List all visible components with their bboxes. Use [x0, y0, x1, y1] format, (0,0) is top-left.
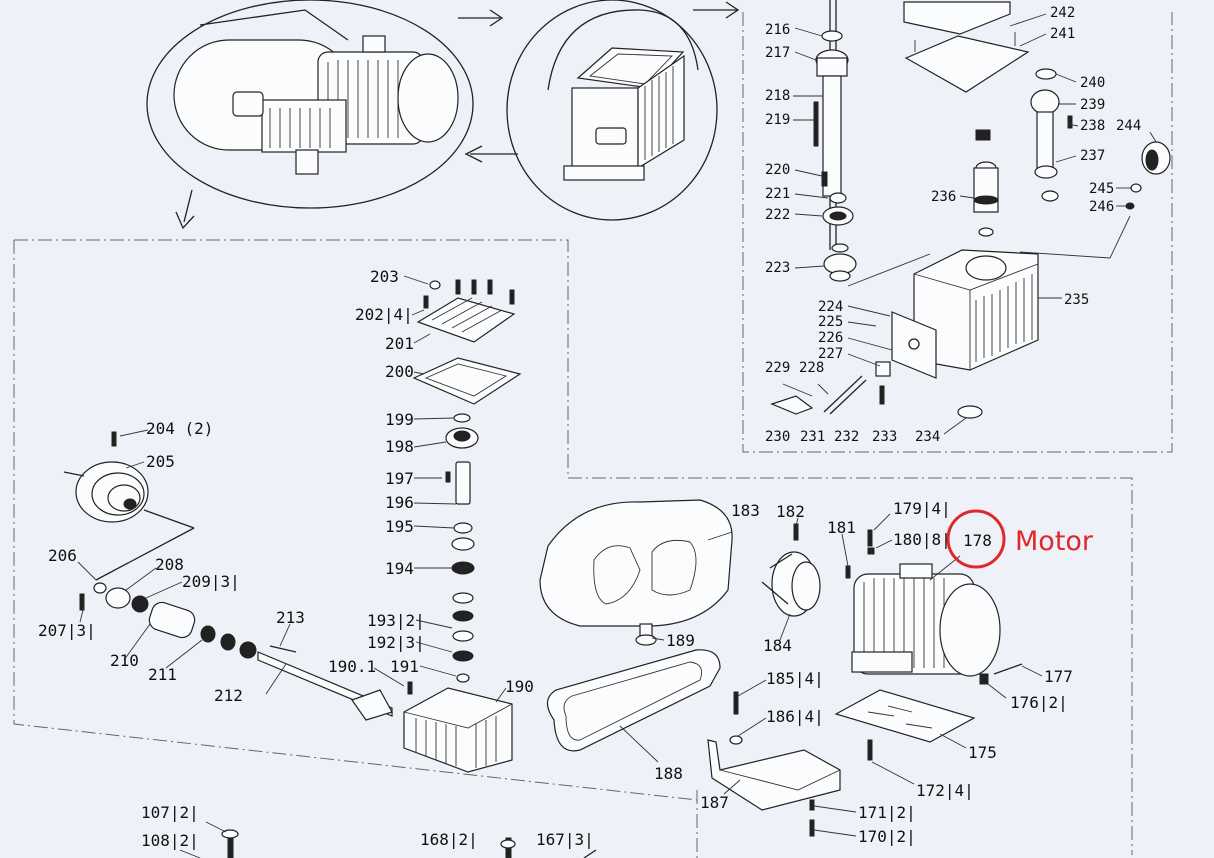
gearbox-column-assembly: [257, 275, 522, 773]
callout-213: 213: [276, 608, 305, 627]
callout-177: 177: [1044, 667, 1073, 686]
callout-246: 246: [1089, 199, 1114, 215]
callout-222: 222: [765, 207, 790, 223]
callout-190-1: 190.1: [328, 657, 376, 676]
callout-245: 245: [1089, 181, 1114, 197]
callout-221: 221: [765, 186, 790, 202]
motor-drive-assembly: [539, 499, 1043, 837]
callout-179: 179|4|: [893, 499, 951, 518]
callout-239: 239: [1080, 97, 1105, 113]
callout-200: 200: [385, 362, 414, 381]
callout-216: 216: [765, 22, 790, 38]
callout-202: 202|4|: [355, 305, 413, 324]
callout-197: 197: [385, 469, 414, 488]
callout-231: 231: [800, 429, 825, 445]
callout-107: 107|2|: [141, 803, 199, 822]
callout-208: 208: [155, 555, 184, 574]
callout-175: 175: [968, 743, 997, 762]
callout-242: 242: [1050, 5, 1075, 21]
callout-168: 168|2|: [420, 830, 478, 849]
callout-220: 220: [765, 162, 790, 178]
callout-184: 184: [763, 636, 792, 655]
callout-205: 205: [146, 452, 175, 471]
callout-188: 188: [654, 764, 683, 783]
callout-206: 206: [48, 546, 77, 565]
callout-198: 198: [385, 437, 414, 456]
callout-223: 223: [765, 260, 790, 276]
callout-210: 210: [110, 651, 139, 670]
callout-167: 167|3|: [536, 830, 594, 849]
callout-190: 190: [505, 677, 534, 696]
callout-192: 192|3|: [367, 633, 425, 652]
callout-195: 195: [385, 517, 414, 536]
callout-224: 224: [818, 299, 843, 315]
callout-241: 241: [1050, 26, 1075, 42]
callout-189: 189: [666, 631, 695, 650]
callout-180: 180|8|: [893, 530, 951, 549]
callout-171: 171|2|: [858, 803, 916, 822]
callout-237: 237: [1080, 148, 1105, 164]
callout-235: 235: [1064, 292, 1089, 308]
callout-219: 219: [765, 112, 790, 128]
callout-187: 187: [700, 793, 729, 812]
callout-229: 229: [765, 360, 790, 376]
callout-185: 185|4|: [766, 669, 824, 688]
callout-232: 232: [834, 429, 859, 445]
callout-201: 201: [385, 334, 414, 353]
callout-218: 218: [765, 88, 790, 104]
callout-186: 186|4|: [766, 707, 824, 726]
callout-240: 240: [1080, 75, 1105, 91]
flow-arrows: [175, 1, 740, 230]
head-gear-assembly: [770, 0, 1171, 435]
callout-234: 234: [915, 429, 940, 445]
callout-176: 176|2|: [1010, 693, 1068, 712]
callout-170: 170|2|: [858, 827, 916, 846]
callout-217: 217: [765, 45, 790, 61]
callout-183: 183: [731, 501, 760, 520]
callout-244: 244: [1116, 118, 1141, 134]
callout-191: 191: [390, 657, 419, 676]
callout-238: 238: [1080, 118, 1105, 134]
callout-203: 203: [370, 267, 399, 286]
callout-182: 182: [776, 502, 805, 521]
callout-178: 178: [963, 531, 992, 550]
callout-228: 228: [799, 360, 824, 376]
callout-233: 233: [872, 429, 897, 445]
motor-annotation-label: Motor: [1015, 526, 1094, 557]
callout-209: 209|3|: [182, 572, 240, 591]
callout-230: 230: [765, 429, 790, 445]
callout-108: 108|2|: [141, 831, 199, 850]
callout-193: 193|2|: [367, 611, 425, 630]
part-number-labels: 216 217 218 219 220 221 222 223 224 225 …: [38, 5, 1141, 850]
assembly-boundaries: [13, 12, 1173, 858]
highlight-circle: [946, 509, 1006, 569]
callout-172: 172|4|: [916, 781, 974, 800]
callout-207: 207|3|: [38, 621, 96, 640]
callout-225: 225: [818, 314, 843, 330]
motor-annotation: Motor: [946, 509, 1094, 569]
callout-199: 199: [385, 410, 414, 429]
callout-236: 236: [931, 189, 956, 205]
callout-204: 204 (2): [146, 419, 213, 438]
overview-gearbox-closeup: [506, 0, 718, 221]
callout-226: 226: [818, 330, 843, 346]
callout-196: 196: [385, 493, 414, 512]
callout-212: 212: [214, 686, 243, 705]
callout-194: 194: [385, 559, 414, 578]
callout-211: 211: [148, 665, 177, 684]
callout-181: 181: [827, 518, 856, 537]
callout-227: 227: [818, 346, 843, 362]
overview-gearbox-motor: [146, 0, 474, 209]
spindle-pulley-assembly: [63, 429, 297, 669]
lower-assembly-partial: [179, 821, 597, 858]
